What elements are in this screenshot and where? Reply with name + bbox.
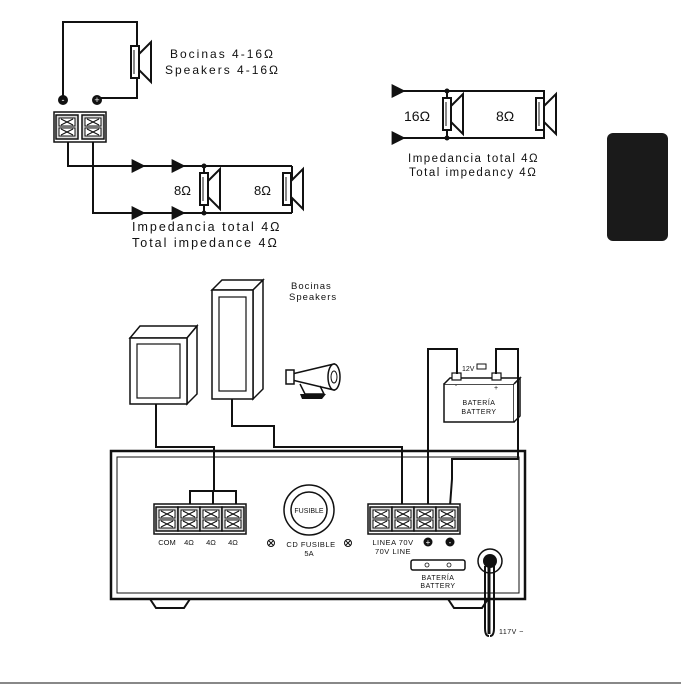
svg-text:+: + <box>494 385 498 392</box>
plus-sign: + <box>94 95 99 105</box>
section-tab <box>607 133 668 241</box>
horn-speaker-icon <box>286 364 340 399</box>
plus-sign: + <box>426 538 431 547</box>
screw-icon <box>268 540 275 547</box>
terminal-label-4ohm: 4Ω <box>206 538 216 547</box>
line-label-en: 70V LINE <box>375 547 411 556</box>
impedance-label-es: Impedancia total 4Ω <box>132 220 282 234</box>
terminal-label-4ohm: 4Ω <box>184 538 194 547</box>
ohm-label-b: 8Ω <box>254 183 271 198</box>
terminal-label-com: COM <box>158 538 176 547</box>
speaker-icon <box>131 42 151 82</box>
battery-plate: BATERÍA BATTERY <box>411 560 465 590</box>
impedance-label-en: Total impedancy 4Ω <box>409 167 537 179</box>
parallel-16-8-diagram: 16Ω 8Ω Impedancia total 4Ω Total impedan… <box>400 89 556 180</box>
speaker-label-en: Speakers 4-16Ω <box>165 63 280 77</box>
battery-label-es: BATERÍA <box>463 398 496 407</box>
ohm-label-8: 8Ω <box>496 108 514 124</box>
svg-text:-: - <box>455 383 457 389</box>
battery-plate-label-es: BATERÍA <box>422 573 455 582</box>
line-power-terminal-strip: LINEA 70V 70V LINE + - <box>368 504 460 556</box>
impedance-label-en: Total impedance 4Ω <box>132 236 279 250</box>
fuse-label: FUSIBLE <box>294 508 324 515</box>
fuse-holder: FUSIBLE CD FUSIBLE 5A <box>268 485 352 558</box>
ohm-label-a: 8Ω <box>174 183 191 198</box>
battery-voltage: 12V <box>462 366 475 373</box>
speakers-group: Bocinas Speakers <box>130 280 340 404</box>
minus-sign: - <box>62 95 65 105</box>
speaker-icon <box>200 169 220 209</box>
mains-voltage-label: 117V ~ <box>499 629 524 636</box>
speaker-icon <box>536 94 556 134</box>
battery-plate-label-en: BATTERY <box>420 583 455 590</box>
column-speaker-icon <box>212 280 263 399</box>
speakers-label-es: Bocinas <box>291 281 332 292</box>
fuse-rating: 5A <box>304 549 313 558</box>
fuse-caption: CD FUSIBLE <box>286 540 335 549</box>
speakers-label-en: Speakers <box>289 292 337 303</box>
screw-icon <box>345 540 352 547</box>
terminal-label-4ohm: 4Ω <box>228 538 238 547</box>
line-label-es: LINEA 70V <box>372 538 413 547</box>
speaker-icon <box>443 94 463 134</box>
box-speaker-icon <box>130 326 197 404</box>
impedance-label-es: Impedancia total 4Ω <box>408 153 539 165</box>
battery-icon: - + 12V BATERÍA BATTERY <box>444 364 520 422</box>
speaker-label-es: Bocinas 4-16Ω <box>170 47 275 61</box>
battery-label-en: BATTERY <box>461 409 496 416</box>
minus-sign: - <box>449 538 452 547</box>
parallel-8-8-diagram: 8Ω 8Ω Impedancia total 4Ω Total impedanc… <box>68 142 303 250</box>
speaker-terminal-strip: COM 4Ω 4Ω 4Ω <box>154 504 246 547</box>
terminal-block-top <box>54 112 106 142</box>
single-speaker-diagram: - + Bocinas 4-16Ω Speakers 4-16Ω <box>58 22 280 105</box>
ohm-label-16: 16Ω <box>404 108 430 124</box>
